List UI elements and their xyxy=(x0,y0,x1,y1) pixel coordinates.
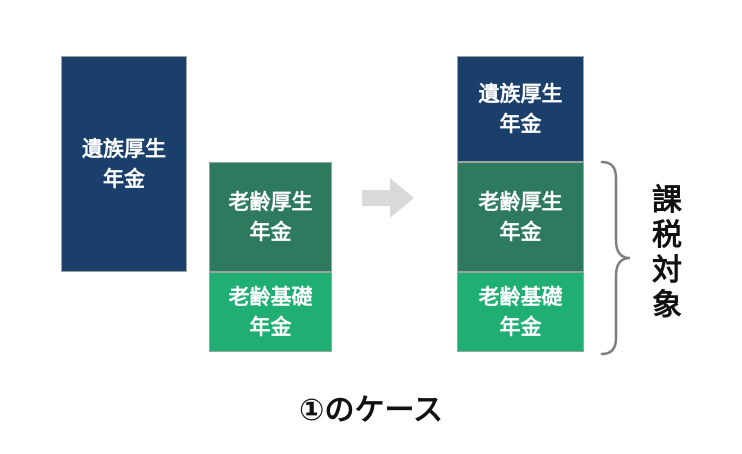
left-old-age-employee-pension-box: 老齢厚生 年金 xyxy=(209,162,332,272)
right-survivor-employee-pension-box: 遺族厚生 年金 xyxy=(457,56,584,162)
right-arrow-icon xyxy=(362,178,414,218)
left-survivor-employee-pension-box: 遺族厚生 年金 xyxy=(61,56,187,272)
case-caption: ①のケース xyxy=(299,393,443,428)
right-curly-brace-icon xyxy=(600,160,631,356)
taxable-label: 課税対象 xyxy=(652,183,682,323)
right-old-age-employee-pension-box: 老齢厚生 年金 xyxy=(457,162,584,272)
right-old-age-basic-pension-box: 老齢基礎 年金 xyxy=(457,272,584,352)
left-old-age-basic-pension-box: 老齢基礎 年金 xyxy=(209,272,332,352)
